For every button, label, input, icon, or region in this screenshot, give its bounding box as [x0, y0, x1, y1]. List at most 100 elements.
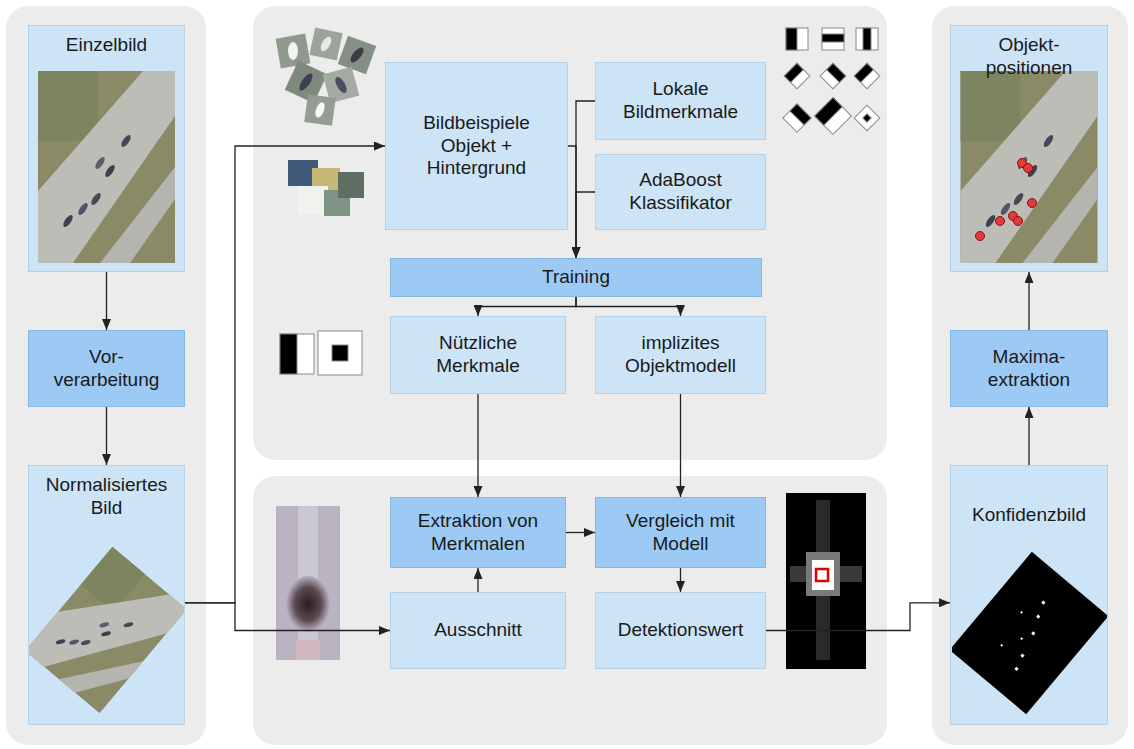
background-thumbnails-part: [338, 172, 364, 198]
selected-feature-icons-part: [280, 334, 314, 374]
positions-image-part: [976, 159, 1037, 241]
info-box: Objekt- positionen: [950, 25, 1108, 272]
haar-feature-icons-part: [820, 63, 845, 88]
node-label: Ausschnitt: [434, 619, 522, 642]
haar-feature-icons-part: [822, 28, 844, 50]
haar-feature-icons-part-part: [854, 63, 879, 88]
confidence-image: [952, 544, 1107, 722]
haar-feature-icons-part: [863, 28, 871, 50]
haar-feature-icons-part-part: [783, 104, 811, 132]
connector-arrow: [477, 394, 478, 497]
object-thumbnails-part: [333, 75, 349, 95]
haar-feature-icons-part-part: [820, 63, 845, 88]
info-box: Detektionswert: [595, 592, 766, 669]
crop-image: [276, 506, 340, 660]
panel-part: [253, 476, 887, 745]
process-box: Vor- verarbeitung: [28, 330, 185, 407]
haar-feature-icons-part-part: [815, 98, 852, 135]
panel-part: [253, 6, 887, 460]
crop-image-part: [276, 506, 340, 660]
confidence-map-part: [806, 552, 840, 596]
connector-arrow: [1028, 407, 1029, 465]
confidence-image-part-part: [952, 552, 1107, 714]
node-label: Normalisiertes Bild: [37, 474, 177, 520]
info-box: AdaBoost Klassifikator: [595, 154, 766, 230]
object-thumbnails: [276, 27, 377, 125]
confidence-map: [786, 493, 866, 669]
normalized-image-part-part: [29, 547, 184, 714]
object-thumbnails-part: [314, 101, 327, 119]
selected-feature-icons-part: [318, 331, 362, 375]
confidence-image-part-part-part: [1036, 614, 1040, 618]
node-label: Vor- verarbeitung: [47, 346, 167, 392]
haar-feature-icons: [783, 28, 880, 134]
node-label: Nützliche Merkmale: [418, 332, 538, 378]
connector-arrow: [478, 297, 576, 316]
object-thumbnails-part: [276, 34, 311, 69]
aerial-image: [38, 71, 175, 263]
haar-feature-icons-part: [822, 34, 844, 42]
connector-arrow: [477, 568, 478, 592]
haar-feature-icons-part-part: [790, 104, 811, 125]
process-box: Training: [390, 258, 762, 297]
connector-arrow: [576, 297, 681, 316]
connector-arrow: [566, 532, 595, 533]
node-label: implizites Objektmodell: [611, 332, 751, 378]
node-label: Konfidenzbild: [972, 504, 1086, 527]
haar-feature-icons-part: [786, 28, 808, 50]
object-thumbnails-part: [297, 72, 315, 93]
node-label: AdaBoost Klassifikator: [616, 169, 746, 215]
process-box: Vergleich mit Modell: [595, 497, 766, 568]
positions-image-part-part: [1028, 199, 1037, 208]
background-thumbnails: [288, 160, 364, 216]
info-box: implizites Objektmodell: [595, 316, 766, 394]
haar-feature-icons-part: [854, 63, 879, 88]
confidence-image-part-part: [990, 594, 1062, 671]
normalized-image: [29, 538, 184, 723]
haar-feature-icons-part-part: [827, 63, 846, 82]
haar-feature-icons-part: [856, 28, 878, 50]
confidence-image-part-part-part: [1031, 631, 1035, 635]
info-box: Nützliche Merkmale: [390, 316, 566, 394]
connector-arrow: [576, 192, 595, 258]
object-thumbnails-part: [288, 42, 298, 60]
positions-image-part-part: [976, 232, 985, 241]
info-box: Einzelbild: [28, 25, 185, 272]
positions-image-part-part: [1024, 164, 1033, 173]
connector-arrow: [680, 394, 681, 497]
object-thumbnails-part: [348, 46, 366, 65]
haar-feature-icons-part: [784, 63, 809, 88]
info-box: Bildbeispiele Objekt + Hintergrund: [385, 62, 568, 230]
info-box: Ausschnitt: [390, 592, 566, 669]
confidence-image-part-part-part: [1041, 601, 1045, 605]
positions-image: [960, 71, 1098, 263]
positions-image-part: [961, 71, 1098, 263]
haar-feature-icons-part-part: [854, 105, 879, 130]
node-label: Extraktion von Merkmalen: [403, 510, 553, 556]
confidence-image-part-part-part: [1020, 637, 1023, 640]
haar-feature-icons-part-part: [784, 63, 803, 82]
aerial-image-part: [38, 71, 175, 263]
panel-part: [6, 6, 206, 745]
node-label: Maxima- extraktion: [974, 346, 1084, 392]
connector-arrow: [568, 146, 576, 258]
crop-image-part: [286, 576, 330, 632]
process-box: Extraktion von Merkmalen: [390, 497, 566, 568]
haar-feature-icons-part: [783, 104, 811, 132]
haar-feature-icons-part-part: [863, 114, 871, 122]
confidence-image-part-part-part: [1014, 667, 1018, 671]
confidence-map-part: [812, 560, 834, 590]
node-label: Objekt- positionen: [969, 34, 1089, 80]
crop-image-part: [296, 640, 320, 660]
object-thumbnails-part: [304, 94, 336, 126]
haar-feature-icons-part-part: [815, 98, 843, 126]
connector-arrow: [680, 568, 681, 592]
positions-image-part-part: [996, 217, 1005, 226]
connector-arrow: [185, 603, 390, 631]
positions-image-part-part: [1014, 217, 1023, 226]
object-thumbnails-part: [309, 27, 342, 60]
haar-feature-icons-part-part: [854, 63, 873, 82]
object-thumbnails-part: [319, 35, 334, 53]
panel: [6, 6, 1128, 745]
